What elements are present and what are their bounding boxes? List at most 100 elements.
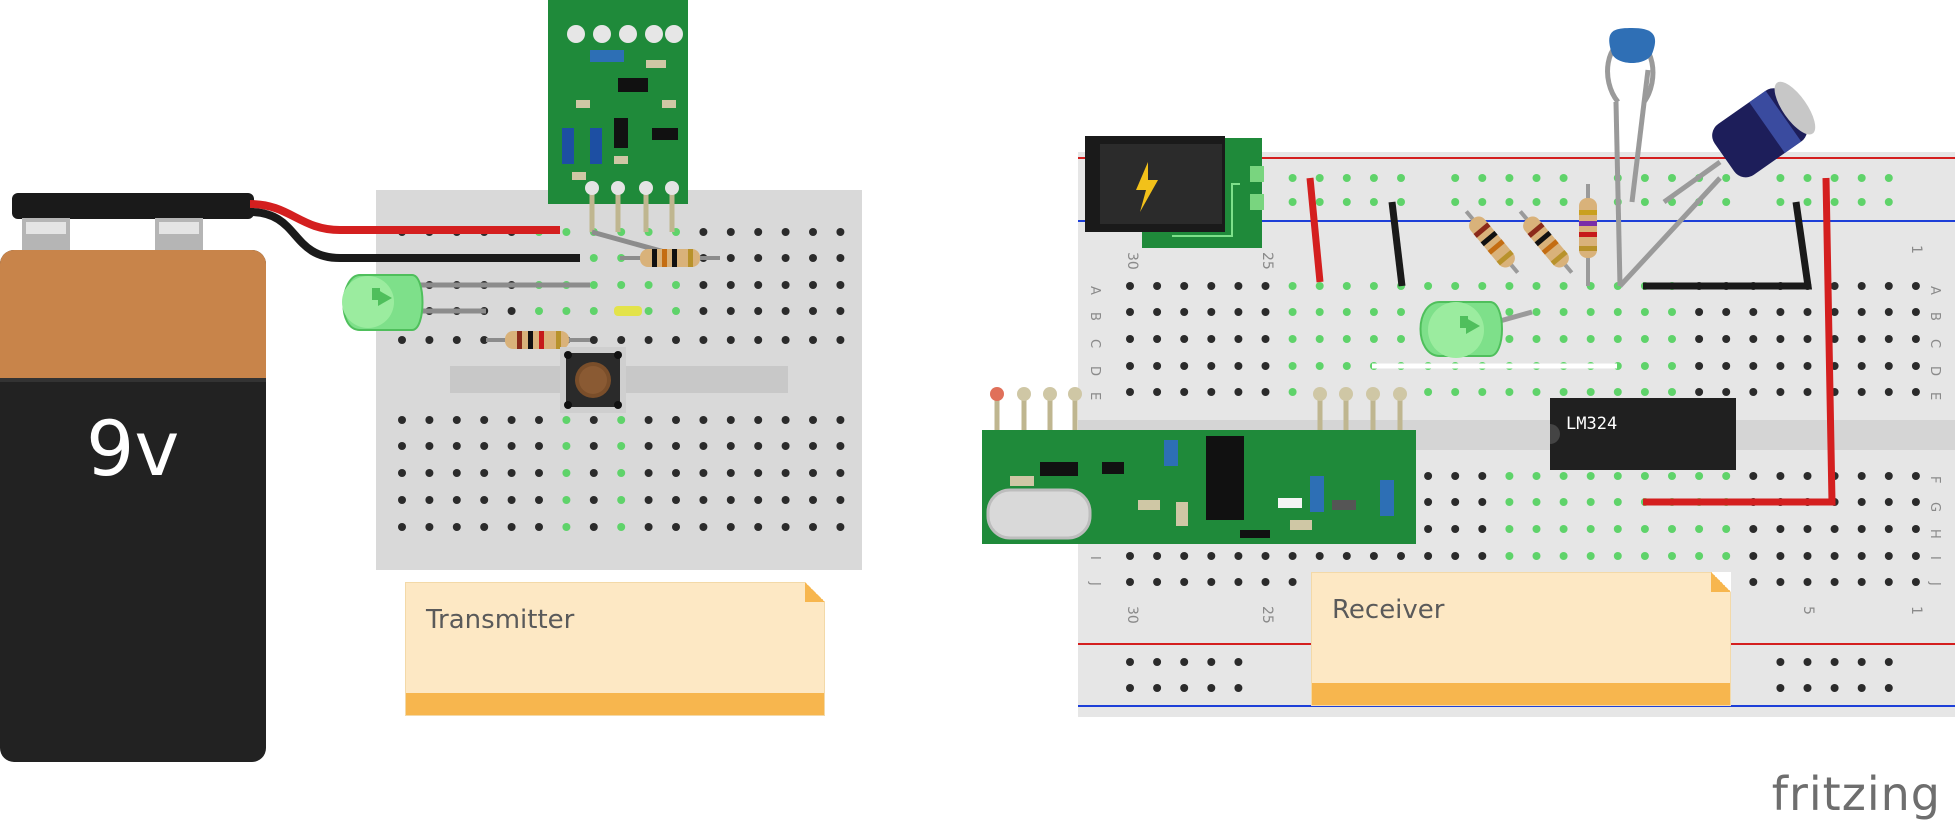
resistor-1-transmitter[interactable] [620,249,720,267]
breadboard-hole [726,442,735,450]
breadboard-hole [1532,335,1541,343]
breadboard-hole [1505,308,1514,316]
breadboard-hole [1586,472,1595,480]
battery-label: 9v [86,404,180,493]
breadboard-hole [836,496,845,504]
breadboard-hole [562,416,571,424]
breadboard-hole [1478,388,1487,396]
breadboard-hole [1884,525,1893,533]
breadboard-hole [1722,198,1731,206]
lm324-chip[interactable] [1550,398,1736,470]
red-wire-rb-2[interactable] [1643,177,1836,506]
breadboard-hole [1180,388,1189,396]
resistor-2-transmitter[interactable] [486,331,590,349]
electrolytic-capacitor[interactable] [1707,76,1823,183]
push-button[interactable] [560,347,626,413]
resistor-1-receiver[interactable] [1459,206,1524,279]
breadboard-hole [562,307,571,315]
breadboard-hole [781,442,790,450]
breadboard-hole [1288,362,1297,370]
breadboard-hole [398,442,406,450]
breadboard-hole [1126,658,1134,666]
dc-power-jack[interactable] [1085,136,1264,248]
breadboard-hole [1342,335,1351,343]
red-wire-rb-1[interactable] [1306,177,1324,283]
breadboard-hole [1803,525,1812,533]
breadboard-hole [1884,578,1893,586]
black-wire-rb-1[interactable] [1388,201,1406,287]
breadboard-hole [1180,308,1189,316]
battery-black-wire[interactable] [249,208,580,262]
breadboard-hole [1288,308,1297,316]
breadboard-hole [644,416,653,424]
breadboard-hole [1505,498,1514,506]
led-transmitter[interactable] [342,274,424,331]
breadboard-hole [1722,525,1731,533]
breadboard-hole [507,496,516,504]
breadboard-hole [1668,335,1676,343]
breadboard-hole [589,416,598,424]
breadboard-hole [1857,174,1866,182]
breadboard-hole [1559,198,1568,206]
breadboard-hole [425,523,434,531]
breadboard-hole [809,469,817,477]
breadboard-hole [1234,362,1243,370]
breadboard-hole [1640,362,1649,370]
fritzing-logo: fritzing [1771,767,1941,821]
breadboard-hole [398,469,406,477]
breadboard-hole [1749,472,1758,480]
ceramic-capacitor[interactable] [1605,28,1656,104]
black-wire-rb-2[interactable] [1643,201,1813,290]
resistor-2-receiver[interactable] [1513,206,1578,279]
breadboard-hole [1857,308,1866,316]
led-receiver[interactable] [1419,301,1503,358]
breadboard-hole [781,254,790,262]
breadboard-hole [672,469,680,477]
breadboard-hole [589,307,598,315]
breadboard-hole [425,496,434,504]
breadboard-hole [1261,388,1270,396]
breadboard-hole [1153,282,1162,290]
breadboard-hole [1857,335,1866,343]
resistor-3-receiver[interactable] [1579,184,1597,286]
breadboard-hole [1884,684,1893,692]
transmitter-note[interactable]: Transmitter [405,582,825,716]
breadboard-hole [1884,198,1893,206]
breadboard-hole [1830,335,1839,343]
rf-transmitter-module[interactable] [548,0,688,232]
breadboard-hole [1153,684,1162,692]
breadboard-hole [1369,335,1378,343]
breadboard-hole [1505,282,1514,290]
breadboard-hole [1153,335,1162,343]
breadboard-hole [1640,308,1649,316]
breadboard-hole [1884,658,1893,666]
breadboard-hole [1559,552,1568,560]
breadboard-hole [1668,308,1676,316]
breadboard-hole [1884,174,1893,182]
battery-red-wire[interactable] [249,200,560,234]
rf-receiver-module[interactable] [982,387,1416,544]
breadboard-hole [1803,335,1812,343]
breadboard-hole [589,254,598,262]
row-label: E [1927,392,1942,400]
breadboard-hole [1722,388,1731,396]
breadboard-hole [781,228,790,236]
breadboard-hole [1722,472,1731,480]
breadboard-hole [1451,282,1460,290]
breadboard-hole [1803,472,1812,480]
breadboard-hole [1884,388,1893,396]
breadboard-hole [1234,684,1243,692]
breadboard-hole [809,281,817,289]
breadboard-hole [726,523,735,531]
breadboard-hole [781,336,790,344]
breadboard-hole [1559,472,1568,480]
breadboard-hole [562,442,571,450]
receiver-note[interactable]: Receiver [1311,572,1731,706]
breadboard-hole [1559,282,1568,290]
breadboard-hole [781,416,790,424]
breadboard-hole [1261,552,1270,560]
breadboard-hole [1857,282,1866,290]
breadboard-hole [672,416,680,424]
breadboard-hole [836,416,845,424]
gray-lead-cap-2 [1629,69,1651,203]
